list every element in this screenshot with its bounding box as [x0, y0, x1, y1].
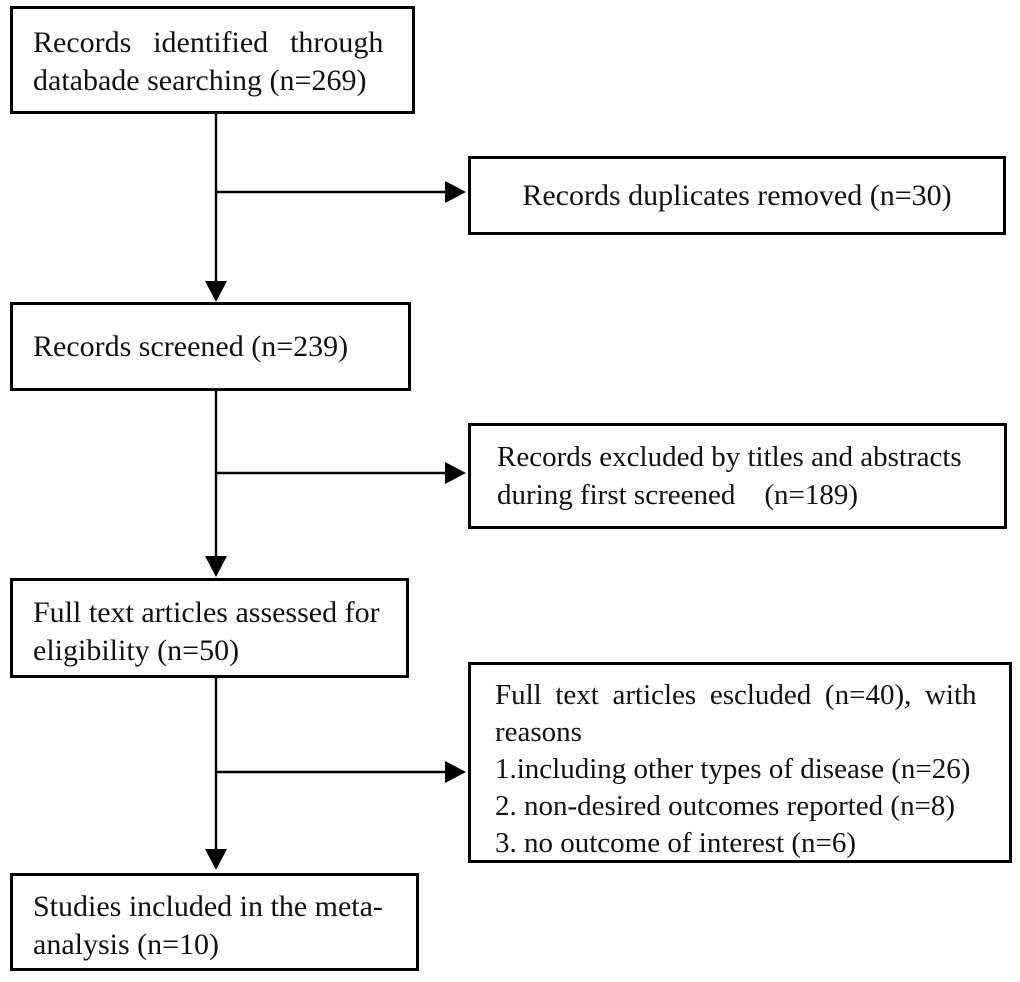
- box-text-line: Records screened (n=239): [33, 329, 349, 363]
- box-text-line: Records duplicates removed (n=30): [522, 178, 952, 212]
- box-text-line: reasons: [495, 716, 582, 748]
- box-duplicates-removed: Records duplicates removed (n=30): [468, 156, 1006, 235]
- arrow-identified-to-screened: [205, 113, 227, 302]
- arrow-to-fulltext-excluded: [216, 761, 466, 783]
- box-text-line: Records excluded by titles and abstracts: [497, 441, 962, 473]
- box-fulltext-excluded: Full text articles escluded (n=40), with…: [468, 662, 1012, 863]
- arrow-to-duplicates-removed: [216, 181, 466, 203]
- box-text-line: eligibility (n=50): [33, 634, 240, 667]
- arrow-fulltext-to-included: [205, 677, 227, 870]
- box-records-screened: Records screened (n=239): [10, 302, 411, 391]
- box-studies-included: Studies included in the meta- analysis (…: [10, 873, 419, 971]
- arrow-screened-to-fulltext: [205, 391, 227, 577]
- box-text-line: analysis (n=10): [33, 928, 220, 961]
- box-text-line: Studies included in the meta-: [33, 890, 383, 923]
- box-text-line: during first screened (n=189): [497, 479, 859, 511]
- box-text-line: 1.including other types of disease (n=26…: [495, 753, 971, 785]
- box-text-line: 3. no outcome of interest (n=6): [495, 827, 857, 859]
- box-text-line: Records identified through: [33, 26, 384, 59]
- box-text-line: 2. non-desired outcomes reported (n=8): [495, 790, 956, 822]
- box-text-line: Full text articles assessed for: [33, 596, 380, 629]
- box-text-line: Full text articles escluded (n=40), with: [495, 679, 977, 711]
- box-records-excluded-titles: Records excluded by titles and abstracts…: [468, 423, 1007, 529]
- box-text-line: databade searching (n=269): [33, 64, 367, 97]
- box-records-identified: Records identified through databade sear…: [10, 6, 415, 114]
- box-fulltext-assessed: Full text articles assessed for eligibil…: [10, 578, 409, 678]
- arrow-to-excluded-titles: [216, 462, 466, 484]
